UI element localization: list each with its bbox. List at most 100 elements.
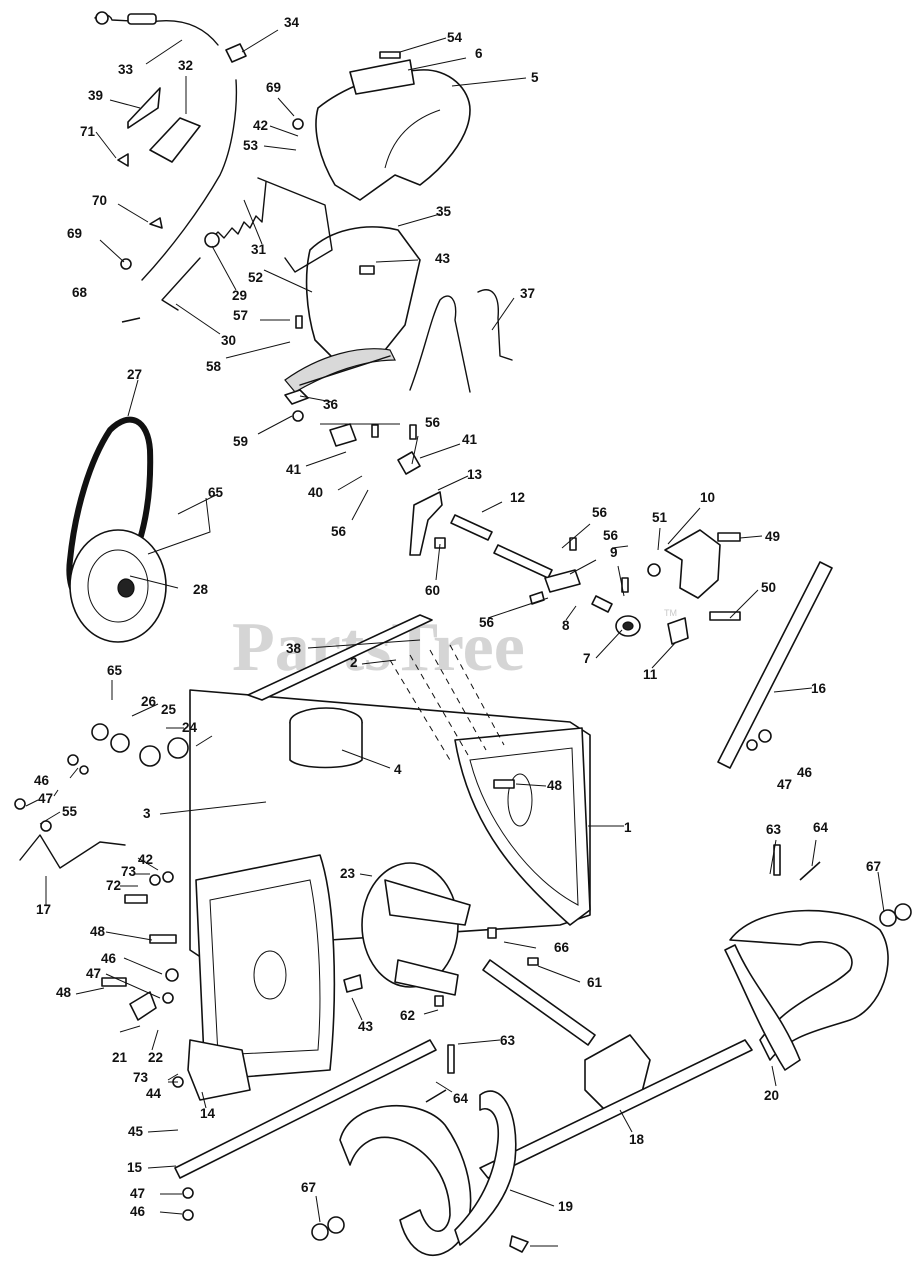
callout-30: 30 <box>221 333 236 348</box>
callout-26: 26 <box>141 694 157 709</box>
callout-27: 27 <box>127 367 142 382</box>
callout-8: 8 <box>562 618 570 633</box>
callout-34: 34 <box>284 15 300 30</box>
callout-51: 51 <box>652 510 668 525</box>
leader-lines <box>25 29 885 1247</box>
callout-56c: 56 <box>592 505 608 520</box>
callout-47a: 47 <box>38 791 53 806</box>
drive-linkage-17 <box>19 834 126 869</box>
callout-59: 59 <box>233 434 248 449</box>
callout-18: 18 <box>629 1132 645 1147</box>
callout-69b: 69 <box>67 226 82 241</box>
callout-63a: 63 <box>766 822 782 837</box>
callout-60: 60 <box>425 583 440 598</box>
scraper-bar-15 <box>174 1039 437 1179</box>
callout-19: 19 <box>558 1199 573 1214</box>
callout-37: 37 <box>520 286 535 301</box>
auger-shaft <box>479 959 753 1179</box>
callout-11: 11 <box>643 667 658 682</box>
chute-cable-lower <box>141 79 238 281</box>
callout-28: 28 <box>193 582 209 597</box>
shaft-16 <box>717 561 833 769</box>
callout-16: 16 <box>811 681 827 696</box>
auger-19 <box>339 1090 517 1256</box>
callout-38: 38 <box>286 641 302 656</box>
auger-20 <box>724 909 889 1071</box>
callout-63b: 63 <box>500 1033 516 1048</box>
callout-20: 20 <box>764 1088 779 1103</box>
callout-25: 25 <box>161 702 177 717</box>
impeller-housing-4 <box>289 707 363 769</box>
callout-6: 6 <box>475 46 483 61</box>
callout-49: 49 <box>765 529 780 544</box>
callout-17: 17 <box>36 902 51 917</box>
callout-41a: 41 <box>462 432 478 447</box>
callout-40: 40 <box>308 485 323 500</box>
skid-shoe-14 <box>187 1039 251 1101</box>
callout-71: 71 <box>80 124 96 139</box>
callout-10: 10 <box>700 490 715 505</box>
rod-30 <box>161 257 201 311</box>
callout-14: 14 <box>200 1106 216 1121</box>
callout-62: 62 <box>400 1008 415 1023</box>
callout-46a: 46 <box>34 773 50 788</box>
callout-73a: 73 <box>121 864 137 879</box>
callout-42a: 42 <box>253 118 268 133</box>
callout-45: 45 <box>128 1124 144 1139</box>
chute-bracket-arm <box>257 177 333 273</box>
callout-56a: 56 <box>425 415 441 430</box>
callout-32: 32 <box>178 58 193 73</box>
callout-15: 15 <box>127 1160 143 1175</box>
spring-31 <box>204 181 267 248</box>
callout-46d: 46 <box>130 1204 146 1219</box>
callout-64b: 64 <box>453 1091 469 1106</box>
callout-46c: 46 <box>797 765 813 780</box>
watermark-trademark: TM <box>664 608 677 618</box>
callout-31: 31 <box>251 242 267 257</box>
callout-33: 33 <box>118 62 134 77</box>
upper-housing-38 <box>247 614 433 701</box>
bearing-7 <box>615 615 641 637</box>
callout-35: 35 <box>436 204 452 219</box>
callout-56e: 56 <box>479 615 495 630</box>
callout-42b: 42 <box>138 852 153 867</box>
callout-39: 39 <box>88 88 103 103</box>
callout-67a: 67 <box>866 859 881 874</box>
callout-7: 7 <box>583 651 591 666</box>
callout-24: 24 <box>182 720 198 735</box>
callout-65b: 65 <box>107 663 123 678</box>
callout-57: 57 <box>233 308 248 323</box>
cam-13 <box>409 491 443 556</box>
callout-46b: 46 <box>101 951 117 966</box>
callout-48a: 48 <box>547 778 563 793</box>
watermark: PartsTree <box>232 609 525 686</box>
callout-21: 21 <box>112 1050 128 1065</box>
callout-43a: 43 <box>435 251 451 266</box>
callout-73b: 73 <box>133 1070 149 1085</box>
rod-37 <box>409 289 513 393</box>
impeller-23 <box>361 862 471 996</box>
callout-2: 2 <box>350 655 358 670</box>
callout-48b: 48 <box>90 924 106 939</box>
callout-61: 61 <box>587 975 603 990</box>
chute-cable-33 <box>94 11 219 46</box>
callout-41b: 41 <box>286 462 302 477</box>
callout-69a: 69 <box>266 80 281 95</box>
guide-bracket-32 <box>149 117 201 163</box>
callout-43b: 43 <box>358 1019 374 1034</box>
callout-29: 29 <box>232 288 247 303</box>
rear-cover-dashes <box>389 644 505 761</box>
callout-numbers: 1 2 3 4 5 6 7 8 9 10 11 12 13 14 15 16 1… <box>34 15 881 1219</box>
callout-1: 1 <box>624 820 632 835</box>
callout-72: 72 <box>106 878 121 893</box>
callout-70: 70 <box>92 193 107 208</box>
bracket-10 <box>664 529 721 599</box>
callout-44: 44 <box>146 1086 162 1101</box>
callout-13: 13 <box>467 467 483 482</box>
callout-68: 68 <box>72 285 88 300</box>
chute-tube-35 <box>284 226 421 393</box>
callout-56d: 56 <box>603 528 619 543</box>
callout-55: 55 <box>62 804 78 819</box>
callout-3: 3 <box>143 806 151 821</box>
callout-23: 23 <box>340 866 356 881</box>
